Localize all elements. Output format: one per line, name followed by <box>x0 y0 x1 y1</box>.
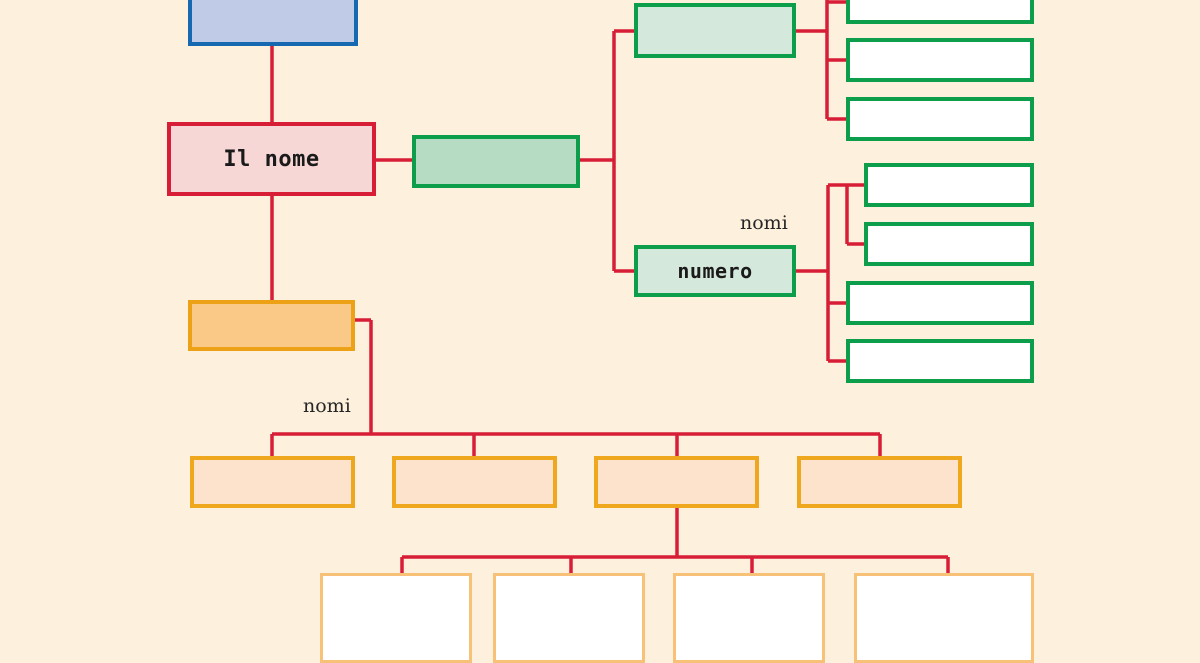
node-il-nome[interactable]: Il nome <box>167 122 376 196</box>
node-bottom-leaf-1[interactable] <box>320 573 472 663</box>
node-numero[interactable]: numero <box>634 245 796 297</box>
node-orange-branch[interactable] <box>188 300 355 351</box>
node-green-top[interactable] <box>634 3 796 58</box>
node-green-leaf-top-2[interactable] <box>846 38 1034 82</box>
node-green-leaf-numero-2[interactable] <box>864 222 1034 266</box>
node-orange-leaf-1[interactable] <box>190 456 355 508</box>
node-orange-leaf-3[interactable] <box>594 456 759 508</box>
node-bottom-leaf-4[interactable] <box>854 573 1034 663</box>
node-green-leaf-top-1[interactable] <box>846 0 1034 24</box>
node-green-leaf-numero-4[interactable] <box>846 339 1034 383</box>
node-green-leaf-numero-3[interactable] <box>846 281 1034 325</box>
diagram-canvas: Il nome numero <box>167 0 1034 663</box>
node-il-nome-label: Il nome <box>223 146 320 172</box>
node-green-leaf-numero-1[interactable] <box>864 163 1034 207</box>
edge-label-nomi-numero: nomi <box>740 212 788 234</box>
node-green-branch[interactable] <box>412 135 580 188</box>
node-bottom-leaf-3[interactable] <box>673 573 825 663</box>
node-green-leaf-top-3[interactable] <box>846 97 1034 141</box>
edge-label-nomi-orange: nomi <box>303 395 351 417</box>
node-bottom-leaf-2[interactable] <box>493 573 645 663</box>
node-root-blue[interactable] <box>188 0 358 46</box>
node-orange-leaf-2[interactable] <box>392 456 557 508</box>
node-orange-leaf-4[interactable] <box>797 456 962 508</box>
node-numero-label: numero <box>677 259 753 283</box>
